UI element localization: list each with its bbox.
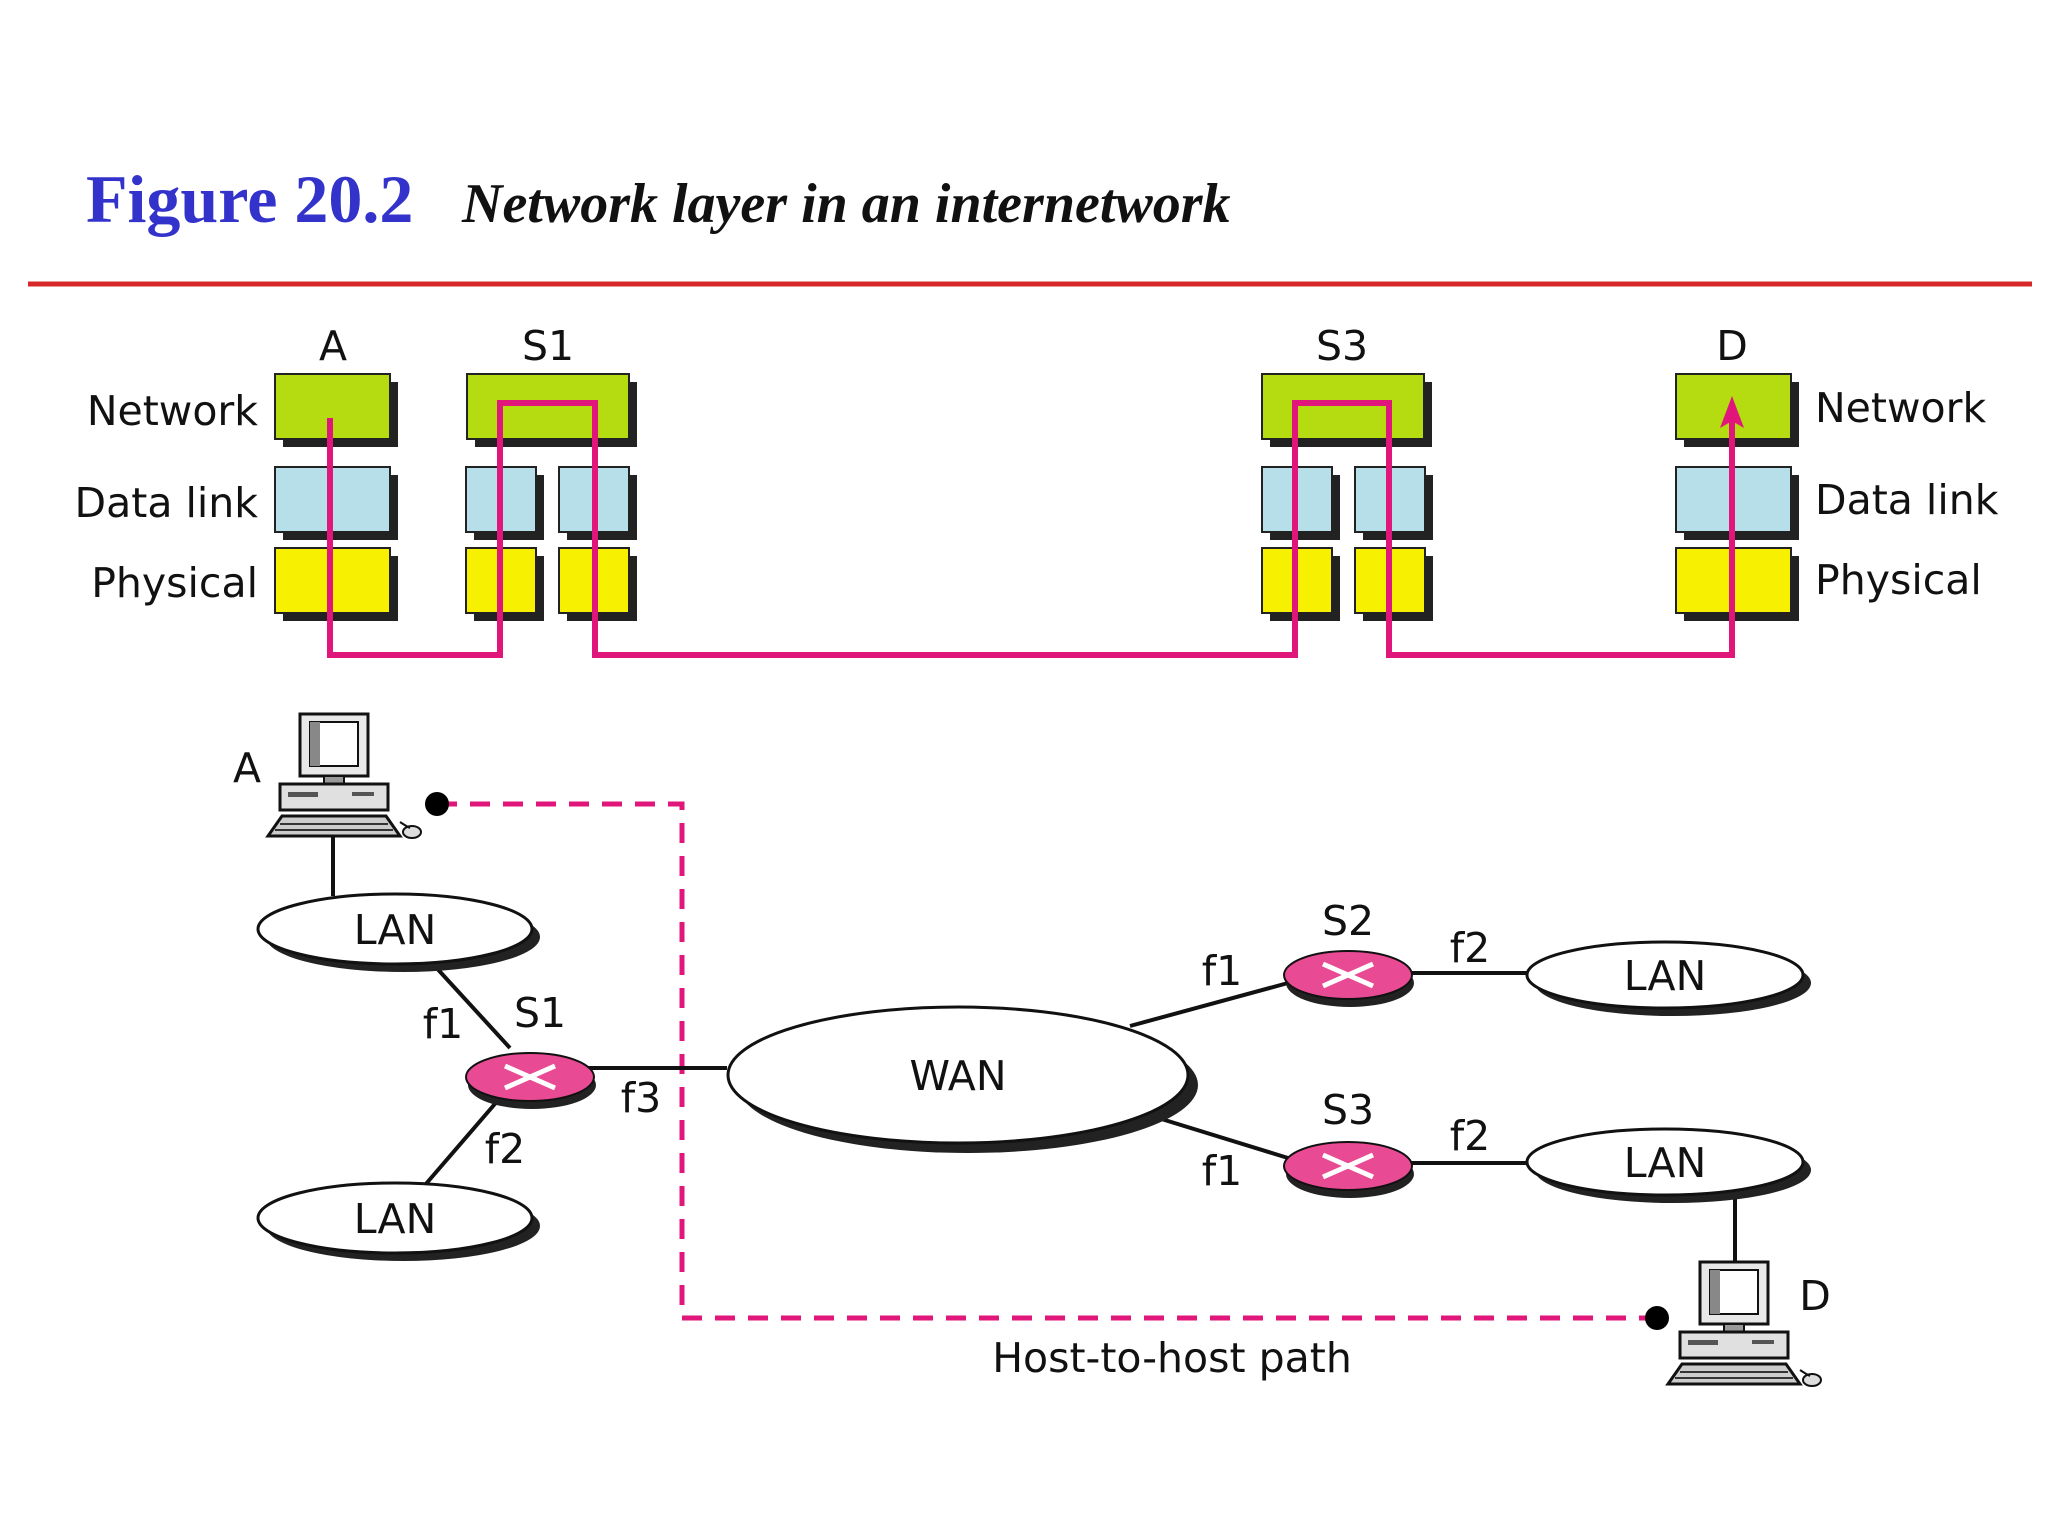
lan-s1-f2-label: LAN	[354, 1195, 437, 1243]
stack-s1-label: S1	[522, 322, 574, 370]
link-wan-s2	[1129, 981, 1289, 1028]
wan-cloud: WAN	[726, 1005, 1198, 1153]
path-endpoint-a	[425, 792, 449, 816]
host-d-label: D	[1799, 1272, 1831, 1320]
right-label-physical: Physical	[1815, 556, 1982, 604]
layer-stacks: Network Data link Physical Network Data …	[75, 322, 1999, 658]
s3-f2-label: f2	[1450, 1112, 1491, 1160]
lan-s2-label: LAN	[1624, 952, 1707, 1000]
path-label: Host-to-host path	[992, 1334, 1352, 1382]
left-label-datalink: Data link	[75, 479, 259, 527]
stack-s1: S1	[465, 322, 637, 621]
lan-s2: LAN	[1525, 940, 1811, 1016]
host-a-computer	[266, 712, 423, 840]
s1-f2-label: f2	[485, 1125, 526, 1173]
figure-label: Figure 20.2	[86, 161, 413, 237]
router-s3-icon	[1283, 1141, 1414, 1198]
layer-flow-arrowhead	[1720, 396, 1744, 428]
router-s3-label: S3	[1322, 1086, 1374, 1134]
stack-d-label: D	[1716, 322, 1748, 370]
host-a-label: A	[233, 744, 261, 792]
lan-s3-label: LAN	[1624, 1139, 1707, 1187]
stack-s1-network-layer	[466, 373, 630, 440]
left-label-physical: Physical	[91, 559, 258, 607]
stack-a-label: A	[319, 322, 347, 370]
router-s2-label: S2	[1322, 897, 1374, 945]
lan-s1-f2: LAN	[256, 1181, 540, 1261]
router-s1-icon	[465, 1052, 596, 1109]
s2-f1-label: f1	[1202, 947, 1243, 995]
stack-d: D	[1675, 322, 1799, 621]
stack-s3-network-layer	[1261, 373, 1425, 440]
host-to-host-path	[437, 801, 1657, 1321]
stack-s3: S3	[1261, 322, 1433, 621]
link-s1-lan2	[423, 1096, 502, 1187]
right-label-network: Network	[1815, 384, 1986, 432]
s1-f3-label: f3	[621, 1074, 662, 1122]
left-label-network: Network	[87, 387, 258, 435]
link-wan-s3	[1154, 1115, 1289, 1160]
lan-a-label: LAN	[354, 906, 437, 954]
figure-caption: Network layer in an internetwork	[461, 173, 1231, 235]
stack-s3-label: S3	[1316, 322, 1368, 370]
lan-a: LAN	[256, 892, 540, 972]
link-lan-s1	[430, 961, 512, 1050]
right-label-datalink: Data link	[1815, 476, 1999, 524]
s3-f1-label: f1	[1202, 1147, 1243, 1195]
s1-f1-label: f1	[423, 1000, 464, 1048]
lan-s3: LAN	[1525, 1127, 1811, 1203]
router-s2-icon	[1283, 950, 1414, 1007]
layer-flow-path	[327, 400, 1735, 658]
router-s1-label: S1	[514, 989, 566, 1037]
s2-f2-label: f2	[1450, 924, 1491, 972]
host-d-computer	[1666, 1260, 1823, 1388]
stack-a: A	[274, 322, 398, 621]
wan-label: WAN	[909, 1052, 1006, 1100]
topology: Host-to-host path A D LAN LA	[233, 712, 1831, 1388]
path-endpoint-d	[1645, 1306, 1669, 1330]
